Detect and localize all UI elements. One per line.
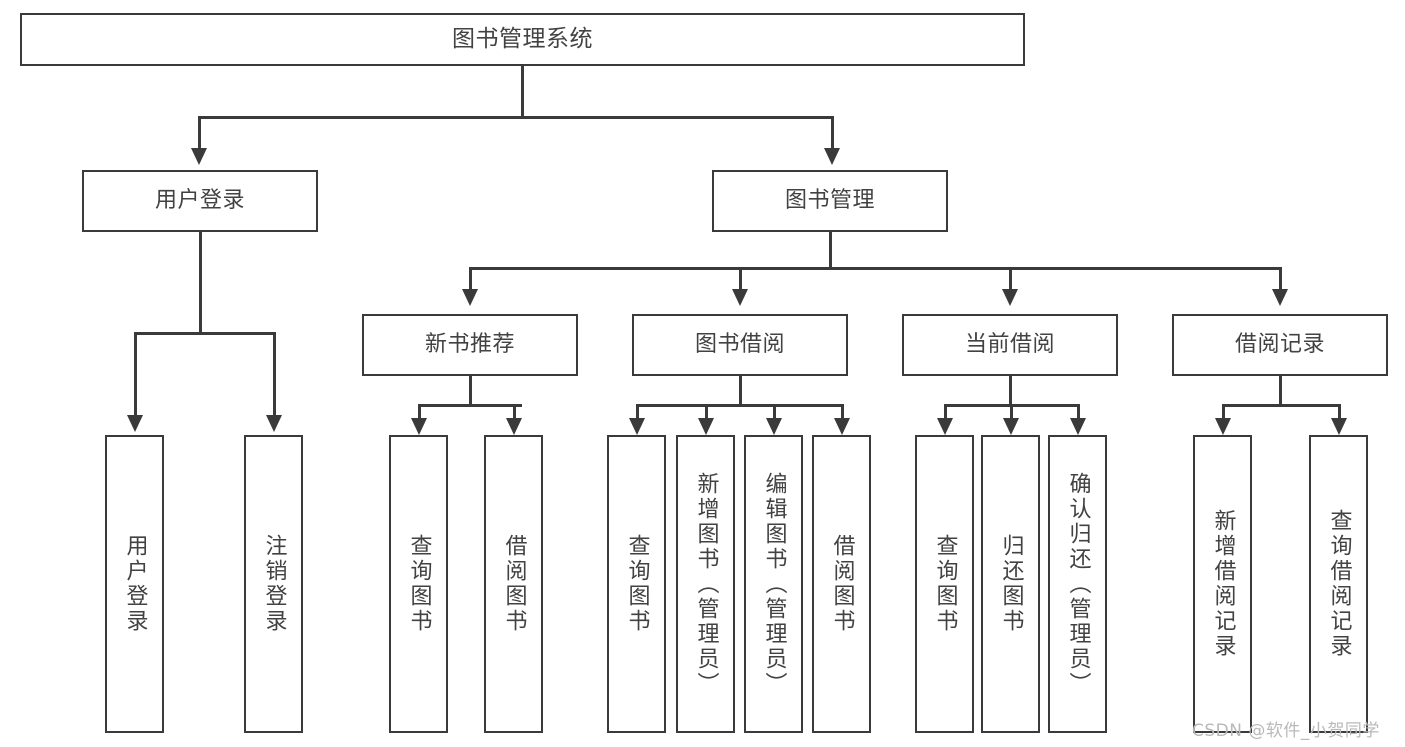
connector-bb-to-leaf-4 (841, 404, 844, 420)
node-current-borrow[interactable]: 当前借阅 (902, 314, 1118, 376)
connector-cb-to-leaf-1 (944, 404, 947, 420)
node-new-book-recommendation[interactable]: 新书推荐 (362, 314, 578, 376)
arrowhead-nbr-leaf-1 (411, 418, 427, 435)
connector-nbr-bus (418, 404, 522, 407)
node-label: 图书借阅 (694, 332, 785, 358)
node-label: 图书管理 (784, 188, 875, 214)
connector-book-management-trunk (829, 232, 832, 268)
arrowhead-br-leaf-2 (1331, 418, 1347, 435)
connector-bb-trunk (739, 376, 742, 406)
node-label: 查询图书 (932, 534, 958, 634)
arrowhead-br-leaf-1 (1215, 418, 1231, 435)
arrowhead-nbr-leaf-2 (506, 418, 522, 435)
connector-root-to-book-management (831, 116, 834, 151)
connector-bb-to-leaf-1 (636, 404, 639, 420)
node-label: 查询图书 (406, 534, 432, 634)
connector-nbr-to-leaf-2 (513, 404, 516, 420)
connector-bb-to-leaf-3 (773, 404, 776, 420)
node-label: 查询图书 (624, 534, 650, 634)
node-label: 新增借阅记录 (1210, 509, 1236, 659)
node-label: 图书管理系统 (452, 25, 593, 52)
node-label: 查询借阅记录 (1326, 509, 1352, 659)
connector-user-login-to-leaf-1 (134, 332, 137, 417)
connector-user-login-trunk (199, 232, 202, 333)
connector-cb-trunk (1009, 376, 1012, 406)
arrowhead-root-to-book-management (824, 148, 840, 165)
node-label: 确认归还（管理员） (1065, 471, 1091, 697)
connector-cb-to-leaf-2 (1010, 404, 1013, 420)
arrowhead-bb-leaf-3 (766, 418, 782, 435)
arrowhead-bb-leaf-2 (698, 418, 714, 435)
arrowhead-bm-borrow-record (1272, 289, 1288, 306)
csdn-watermark: CSDN @软件_小贺同学 (1192, 721, 1380, 741)
leaf-logout-login[interactable]: 注销登录 (244, 435, 303, 733)
leaf-bb-borrow-book[interactable]: 借阅图书 (812, 435, 871, 733)
node-label: 编辑图书（管理员） (761, 471, 787, 697)
connector-bm-to-book-borrow (739, 267, 742, 291)
node-label: 新书推荐 (424, 332, 515, 358)
node-borrow-record[interactable]: 借阅记录 (1172, 314, 1388, 376)
leaf-cb-query-book[interactable]: 查询图书 (915, 435, 974, 733)
arrowhead-user-login-leaf-2 (266, 415, 282, 432)
leaf-br-add-record[interactable]: 新增借阅记录 (1193, 435, 1252, 733)
leaf-user-login[interactable]: 用户登录 (105, 435, 164, 733)
node-root-book-management-system[interactable]: 图书管理系统 (20, 13, 1025, 66)
connector-br-to-leaf-1 (1222, 404, 1225, 420)
connector-br-bus (1222, 404, 1340, 407)
connector-nbr-trunk (469, 376, 472, 406)
arrowhead-bm-current-borrow (1002, 289, 1018, 306)
node-label: 借阅记录 (1234, 332, 1325, 358)
connector-root-trunk (521, 66, 524, 118)
node-label: 当前借阅 (964, 332, 1055, 358)
leaf-bb-edit-book-admin[interactable]: 编辑图书（管理员） (744, 435, 803, 733)
connector-br-to-leaf-2 (1338, 404, 1341, 420)
connector-br-trunk (1279, 376, 1282, 406)
leaf-nbr-query-book[interactable]: 查询图书 (389, 435, 448, 733)
node-label: 用户登录 (122, 534, 148, 634)
leaf-cb-return-book[interactable]: 归还图书 (981, 435, 1040, 733)
connector-bb-to-leaf-2 (705, 404, 708, 420)
connector-user-login-to-leaf-2 (273, 332, 276, 417)
node-label: 新增图书（管理员） (693, 471, 719, 697)
leaf-bb-query-book[interactable]: 查询图书 (607, 435, 666, 733)
node-label: 用户登录 (154, 188, 245, 214)
node-user-login[interactable]: 用户登录 (82, 170, 318, 232)
arrowhead-root-to-user-login (191, 148, 207, 165)
node-label: 归还图书 (998, 534, 1024, 634)
connector-bm-to-new-book (469, 267, 472, 291)
connector-nbr-to-leaf-1 (418, 404, 421, 420)
arrowhead-cb-leaf-1 (937, 418, 953, 435)
node-label: 借阅图书 (501, 534, 527, 634)
arrowhead-bb-leaf-4 (834, 418, 850, 435)
node-label: 注销登录 (261, 534, 287, 634)
connector-bb-bus (636, 404, 843, 407)
leaf-nbr-borrow-book[interactable]: 借阅图书 (484, 435, 543, 733)
connector-bm-to-current-borrow (1009, 267, 1012, 291)
arrowhead-bm-book-borrow (732, 289, 748, 306)
arrowhead-cb-leaf-3 (1070, 418, 1086, 435)
node-label: 借阅图书 (829, 534, 855, 634)
connector-cb-to-leaf-3 (1077, 404, 1080, 420)
arrowhead-user-login-leaf-1 (127, 415, 143, 432)
arrowhead-cb-leaf-2 (1003, 418, 1019, 435)
connector-root-to-user-login (198, 116, 201, 151)
connector-user-login-bus (134, 332, 276, 335)
connector-bm-to-borrow-record (1279, 267, 1282, 291)
arrowhead-bm-new-book (462, 289, 478, 306)
connector-root-bus (198, 116, 834, 119)
leaf-bb-add-book-admin[interactable]: 新增图书（管理员） (676, 435, 735, 733)
connector-book-management-bus (469, 267, 1281, 270)
leaf-br-query-record[interactable]: 查询借阅记录 (1309, 435, 1368, 733)
node-book-management[interactable]: 图书管理 (712, 170, 948, 232)
leaf-cb-confirm-return-admin[interactable]: 确认归还（管理员） (1048, 435, 1107, 733)
arrowhead-bb-leaf-1 (629, 418, 645, 435)
node-book-borrow[interactable]: 图书借阅 (632, 314, 848, 376)
